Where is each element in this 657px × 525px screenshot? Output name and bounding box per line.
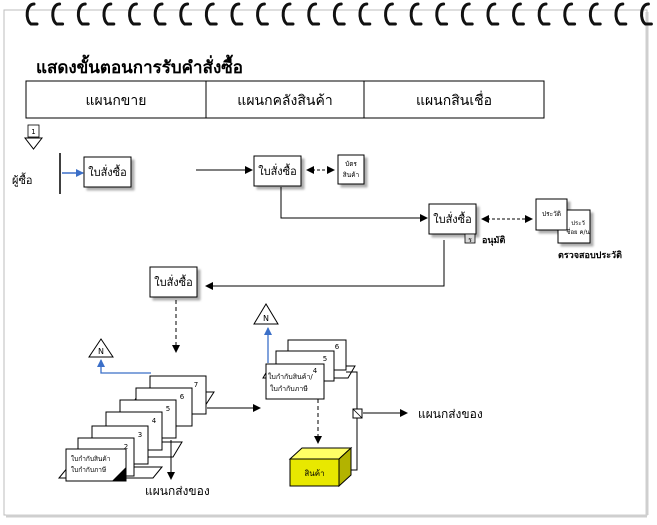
spiral-ring [128, 2, 141, 26]
spiral-ring [435, 2, 449, 26]
credit-to-sales-arrow [205, 240, 445, 290]
spiral-ring [230, 2, 244, 26]
dept-warehouse: แผนกคลังสินค้า [237, 93, 332, 109]
down-arrow-icon [23, 137, 44, 150]
order-form-sales [83, 156, 132, 188]
order-form-credit-label: ใบสั่งซื้อ [433, 211, 472, 226]
dept-credit: แผนกสินเชื่อ [416, 91, 492, 109]
shipping-dept-label-right: แผนกส่งของ [418, 407, 483, 421]
spiral-ring [25, 2, 39, 26]
stock-card [337, 154, 365, 185]
spiral-ring [588, 2, 602, 26]
credit-history-docs [535, 198, 591, 244]
page-number-7: 7 [194, 381, 198, 389]
delivery-note-label-right: ใบกำกับสินค้า/ [268, 372, 313, 381]
spiral-ring [204, 2, 218, 26]
spiral-ring [640, 2, 653, 26]
goods-box [288, 446, 353, 488]
spiral-binding [25, 2, 653, 26]
file-arrow-left [97, 359, 151, 374]
spiral-ring [563, 2, 577, 26]
spiral-ring [460, 2, 474, 26]
spiral-ring [179, 2, 193, 26]
spiral-ring [512, 2, 525, 26]
spiral-ring [307, 2, 321, 26]
spiral-ring [537, 2, 551, 26]
page-number-5: 5 [166, 405, 170, 413]
approve-code: ร [468, 236, 472, 244]
document-stack-left [57, 375, 215, 482]
page-number-6: 6 [180, 393, 185, 401]
approve-mark [464, 233, 476, 244]
spiral-ring [102, 2, 116, 26]
order-form-approved-label: ใบสั่งซื้อ [154, 274, 193, 289]
page-number-3: 3 [138, 431, 142, 439]
credit-doc-back-line2: ชี่อย ค/น [566, 228, 589, 236]
spiral-ring [384, 2, 397, 26]
stack-to-shipping-line [346, 371, 358, 416]
customer-label: ผู้ซื้อ [12, 172, 33, 187]
file-marker-right: N [263, 314, 269, 323]
approve-label: อนุมัติ [482, 235, 505, 246]
order-form-warehouse-label: ใบสั่งซื้อ [258, 163, 297, 178]
department-header: แผนกขาย แผนกคลังสินค้า แผนกสินเชื่อ [25, 80, 545, 119]
file-marker-left: N [98, 347, 104, 356]
page-number-right-6: 6 [335, 343, 340, 351]
spiral-ring [153, 2, 167, 26]
warehouse-to-credit-arrow [280, 187, 428, 222]
order-form-credit [428, 203, 477, 235]
spiral-ring [486, 2, 500, 26]
credit-check-label: ตรวจสอบประวัติ [558, 250, 622, 261]
file-triangle-left-icon [88, 338, 114, 358]
credit-doc-front-label: ประวัติ [542, 210, 561, 218]
connector-label: 1 [31, 128, 35, 136]
spiral-ring [332, 2, 346, 26]
goods-return-line [350, 418, 358, 471]
goods-label: สินค้า [304, 469, 324, 478]
tax-invoice-label-right: ใบกำกับภาษี [270, 384, 308, 393]
spiral-ring [409, 2, 423, 26]
collate-marker-slash [352, 408, 363, 419]
page-number-right-4: 4 [313, 367, 318, 375]
file-triangle-right-icon [253, 303, 279, 325]
order-form-warehouse [253, 155, 302, 187]
page-number-4: 4 [152, 417, 157, 425]
document-stack-right [262, 339, 356, 400]
dept-sales: แผนกขาย [86, 93, 147, 109]
page-number-right-5: 5 [323, 355, 327, 363]
order-form-sales-label: ใบสั่งซื้อ [88, 164, 127, 179]
spiral-ring [358, 2, 372, 26]
stock-card-line2: สินค้า [343, 171, 360, 179]
stock-card-line1: บัตร [345, 160, 357, 168]
shipping-dept-label-left: แผนกส่งของ [145, 484, 210, 498]
spiral-ring [614, 2, 628, 26]
credit-doc-back-line1: ประวั [571, 220, 585, 227]
delivery-note-label-left: ใบกำกับสินค้า [71, 455, 111, 463]
offpage-connector: 1 [23, 124, 44, 150]
spiral-ring [256, 2, 269, 26]
page-number-2: 2 [124, 443, 128, 451]
order-form-approved [149, 266, 198, 298]
spiral-ring [281, 2, 295, 26]
spiral-ring [76, 2, 90, 26]
diagram-title: แสดงขั้นตอนการรับคำสั่งซื้อ [36, 54, 243, 78]
tax-invoice-label-left: ใบกำกับภาษี [71, 466, 107, 474]
spiral-ring [51, 2, 65, 26]
